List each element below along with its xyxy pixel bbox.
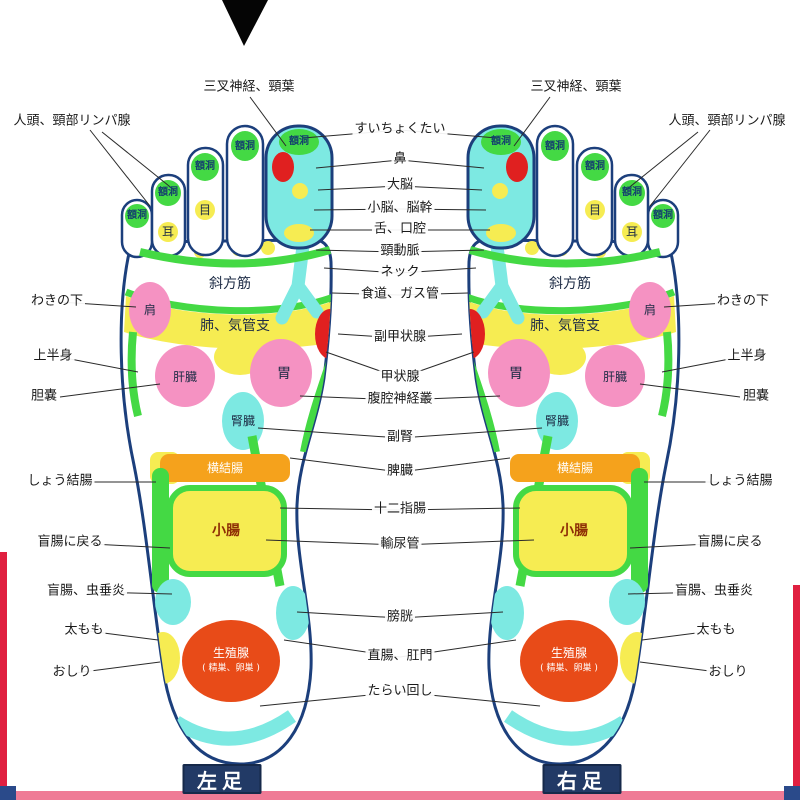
edge-corner-left xyxy=(0,786,16,800)
zone-label-lungs: 肺、気管支 xyxy=(200,318,270,334)
photo-artifact-triangle xyxy=(222,0,268,46)
footer-left-foot-plate: 左足 xyxy=(182,764,262,794)
label-carotid: 頸動脈 xyxy=(378,243,422,260)
label-adrenal: 副腎 xyxy=(384,429,416,446)
label-head-lymph-right: 人頭、頸部リンパ腺 xyxy=(666,113,788,130)
label-upper-body-right: 上半身 xyxy=(725,348,769,365)
label-spleen: 脾臓 xyxy=(384,463,416,480)
label-appendix-right: 盲腸、虫垂炎 xyxy=(672,583,756,600)
zone-label-shoulder: 肩 xyxy=(143,303,157,317)
label-neck: ネック xyxy=(378,264,422,281)
label-duodenum: 十二指腸 xyxy=(371,501,429,518)
edge-bar-right xyxy=(793,585,800,790)
zone-label-eye: 目 xyxy=(198,203,212,217)
label-cerebrum: 大脳 xyxy=(384,177,416,194)
label-esophagus: 食道、ガス管 xyxy=(358,286,442,303)
label-gallbladder-left: 胆嚢 xyxy=(28,388,60,405)
label-suichokutai: すいちょくたい xyxy=(352,121,448,138)
label-upper-body-left: 上半身 xyxy=(31,348,75,365)
label-rectum-anus: 直腸、肛門 xyxy=(365,648,435,665)
zone-label-frontal-sinus: 額洞 xyxy=(585,161,605,172)
label-trigeminal-left: 三叉神経、頸葉 xyxy=(201,79,297,96)
zone-label-frontal-sinus: 額洞 xyxy=(491,136,511,147)
zone-label-frontal-sinus: 額洞 xyxy=(653,210,673,221)
zone-label-transverse-colon: 横結腸 xyxy=(206,461,244,475)
label-thyroid: 甲状腺 xyxy=(378,369,422,386)
label-armpit-right: わきの下 xyxy=(714,293,772,310)
label-ureter: 輸尿管 xyxy=(378,536,422,553)
zone-label-eye: 目 xyxy=(588,203,602,217)
zone-label-lungs: 肺、気管支 xyxy=(530,318,600,334)
label-cecum-return-left: 盲腸に戻る xyxy=(35,534,105,551)
label-nose: 鼻 xyxy=(391,151,409,168)
label-appendix-left: 盲腸、虫垂炎 xyxy=(44,583,128,600)
zone-label-ear: 耳 xyxy=(625,225,639,239)
zone-label-frontal-sinus: 額洞 xyxy=(127,210,147,221)
label-gallbladder-right: 胆嚢 xyxy=(740,388,772,405)
label-tongue-mouth: 舌、口腔 xyxy=(371,221,429,238)
label-sigmoid-right: しょう結腸 xyxy=(705,473,775,490)
zone-label-frontal-sinus: 額洞 xyxy=(622,187,642,198)
zone-label-kidney: 腎臓 xyxy=(230,414,256,428)
label-cerebellum: 小脳、脳幹 xyxy=(365,200,435,217)
zone-label-frontal-sinus: 額洞 xyxy=(158,187,178,198)
zone-label-shoulder: 肩 xyxy=(643,303,657,317)
edge-bar-left xyxy=(0,552,7,790)
zone-label-gonad-sub: ( 精巣、卵巣 ) xyxy=(202,663,260,674)
label-sigmoid-left: しょう結腸 xyxy=(25,473,95,490)
footer-right-foot-plate: 右足 xyxy=(542,764,622,794)
zone-label-liver: 肝臓 xyxy=(172,370,198,384)
label-head-lymph-left: 人頭、頸部リンパ腺 xyxy=(11,113,133,130)
zone-label-frontal-sinus: 額洞 xyxy=(235,141,255,152)
zone-label-frontal-sinus: 額洞 xyxy=(289,136,309,147)
zone-label-gonad: 生殖腺 xyxy=(550,646,588,660)
zone-label-stomach: 胃 xyxy=(509,366,523,382)
label-armpit-left: わきの下 xyxy=(28,293,86,310)
zone-label-kidney: 腎臓 xyxy=(544,414,570,428)
edge-corner-right xyxy=(784,786,800,800)
zone-label-frontal-sinus: 額洞 xyxy=(195,161,215,172)
label-trigeminal-right: 三叉神経、頸葉 xyxy=(528,79,624,96)
zone-label-small-intestine: 小腸 xyxy=(212,523,240,539)
zone-label-gonad-sub: ( 精巣、卵巣 ) xyxy=(540,663,598,674)
label-thigh-left: 太もも xyxy=(62,622,106,639)
label-bladder: 膀胱 xyxy=(384,609,416,626)
edge-strip-bottom xyxy=(0,791,800,800)
label-buttocks-right: おしり xyxy=(706,664,750,681)
zone-label-frontal-sinus: 額洞 xyxy=(545,141,565,152)
label-parathyroid: 副甲状腺 xyxy=(371,329,429,346)
zone-label-small-intestine: 小腸 xyxy=(560,523,588,539)
zone-label-liver: 肝臓 xyxy=(602,370,628,384)
zone-label-stomach: 胃 xyxy=(277,366,291,382)
label-buttocks-left: おしり xyxy=(50,664,94,681)
zone-label-gonad: 生殖腺 xyxy=(212,646,250,660)
label-taraimawashi: たらい回し xyxy=(365,683,435,700)
zone-label-ear: 耳 xyxy=(161,225,175,239)
label-thigh-right: 太もも xyxy=(694,622,738,639)
label-cecum-return-right: 盲腸に戻る xyxy=(695,534,765,551)
zone-label-trapezius: 斜方筋 xyxy=(549,276,591,292)
zone-label-trapezius: 斜方筋 xyxy=(209,276,251,292)
label-celiac-plexus: 腹腔神経叢 xyxy=(365,391,435,408)
zone-label-transverse-colon: 横結腸 xyxy=(556,461,594,475)
